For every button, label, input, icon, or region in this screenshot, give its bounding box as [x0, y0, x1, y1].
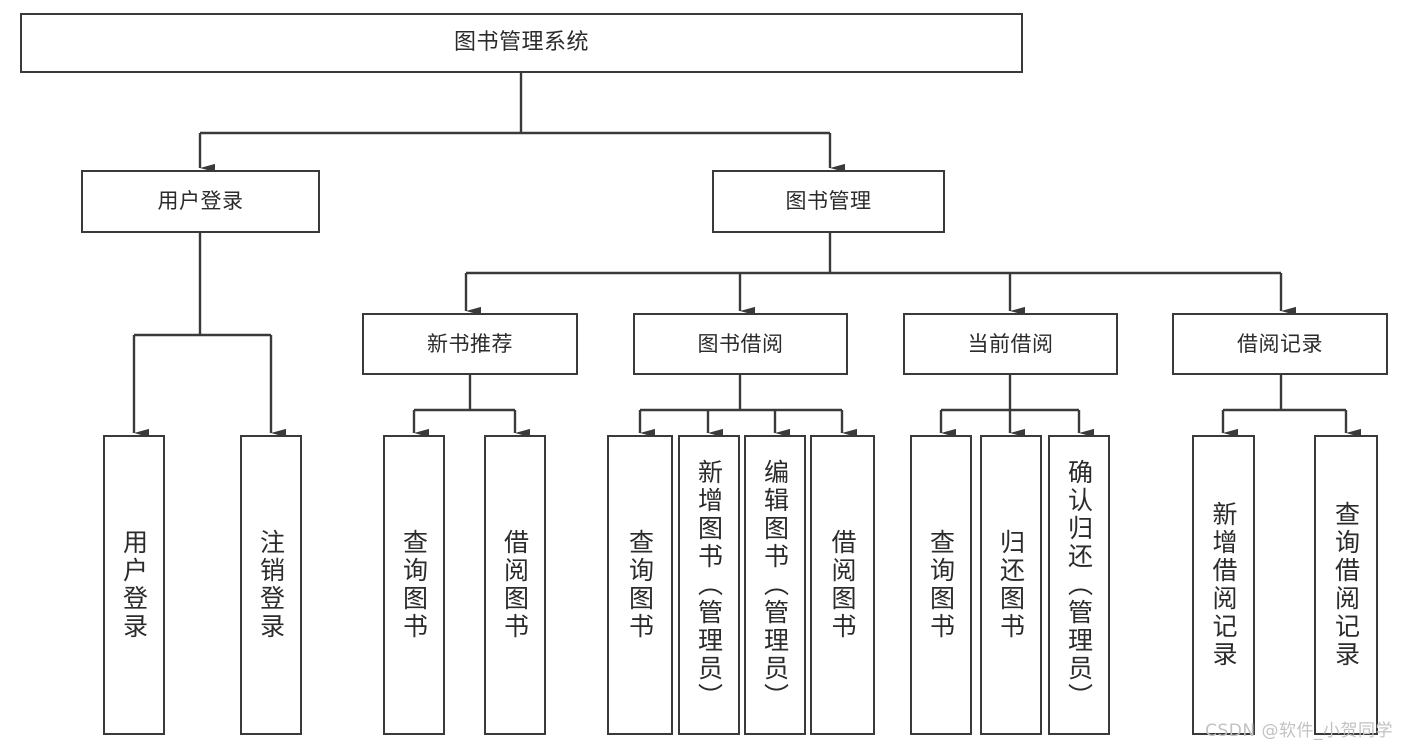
leaf-query-book-recommend[interactable]: 查询图书 — [383, 435, 445, 735]
node-label: 查询图书 — [625, 529, 655, 641]
csdn-watermark: CSDN @软件_小贺同学 — [1205, 721, 1393, 741]
node-label: 查询图书 — [926, 529, 956, 641]
leaf-return-book[interactable]: 归还图书 — [980, 435, 1042, 735]
node-user-login[interactable]: 用户登录 — [81, 170, 320, 233]
node-label: 查询借阅记录 — [1331, 501, 1361, 669]
leaf-query-book-current[interactable]: 查询图书 — [910, 435, 972, 735]
node-book-management[interactable]: 图书管理 — [712, 170, 945, 233]
node-label: 图书借阅 — [697, 331, 784, 356]
node-label: 注销登录 — [256, 529, 286, 641]
node-label: 借阅图书 — [500, 529, 530, 641]
leaf-confirm-return-admin[interactable]: 确认归还（管理员） — [1048, 435, 1110, 735]
node-label: 新书推荐 — [427, 331, 513, 356]
leaf-add-borrow-record[interactable]: 新增借阅记录 — [1192, 435, 1255, 735]
node-label: 图书管理 — [785, 189, 872, 214]
leaf-borrow-book[interactable]: 借阅图书 — [810, 435, 875, 735]
leaf-borrow-book-recommend[interactable]: 借阅图书 — [484, 435, 546, 735]
node-label: 用户登录 — [157, 189, 244, 214]
node-label: 新增图书（管理员） — [694, 459, 724, 711]
node-label: 编辑图书（管理员） — [760, 459, 790, 711]
node-label: 查询图书 — [399, 529, 429, 641]
node-label: 图书管理系统 — [453, 30, 589, 56]
node-label: 新增借阅记录 — [1209, 501, 1238, 669]
node-label: 借阅记录 — [1237, 331, 1323, 356]
leaf-logout-login[interactable]: 注销登录 — [240, 435, 302, 735]
leaf-user-login[interactable]: 用户登录 — [103, 435, 165, 735]
leaf-add-book-admin[interactable]: 新增图书（管理员） — [678, 435, 740, 735]
node-borrow-record[interactable]: 借阅记录 — [1172, 313, 1388, 375]
node-label: 确认归还（管理员） — [1064, 459, 1094, 711]
node-book-borrow[interactable]: 图书借阅 — [633, 313, 848, 375]
node-root-system[interactable]: 图书管理系统 — [20, 13, 1023, 73]
node-label: 借阅图书 — [828, 529, 857, 641]
leaf-query-borrow-record[interactable]: 查询借阅记录 — [1314, 435, 1378, 735]
node-label: 用户登录 — [119, 529, 149, 641]
node-label: 归还图书 — [996, 529, 1026, 641]
node-current-borrow[interactable]: 当前借阅 — [903, 313, 1118, 375]
leaf-query-book-borrow[interactable]: 查询图书 — [607, 435, 673, 735]
node-new-book-recommend[interactable]: 新书推荐 — [362, 313, 578, 375]
node-label: 当前借阅 — [967, 331, 1054, 356]
leaf-edit-book-admin[interactable]: 编辑图书（管理员） — [744, 435, 806, 735]
